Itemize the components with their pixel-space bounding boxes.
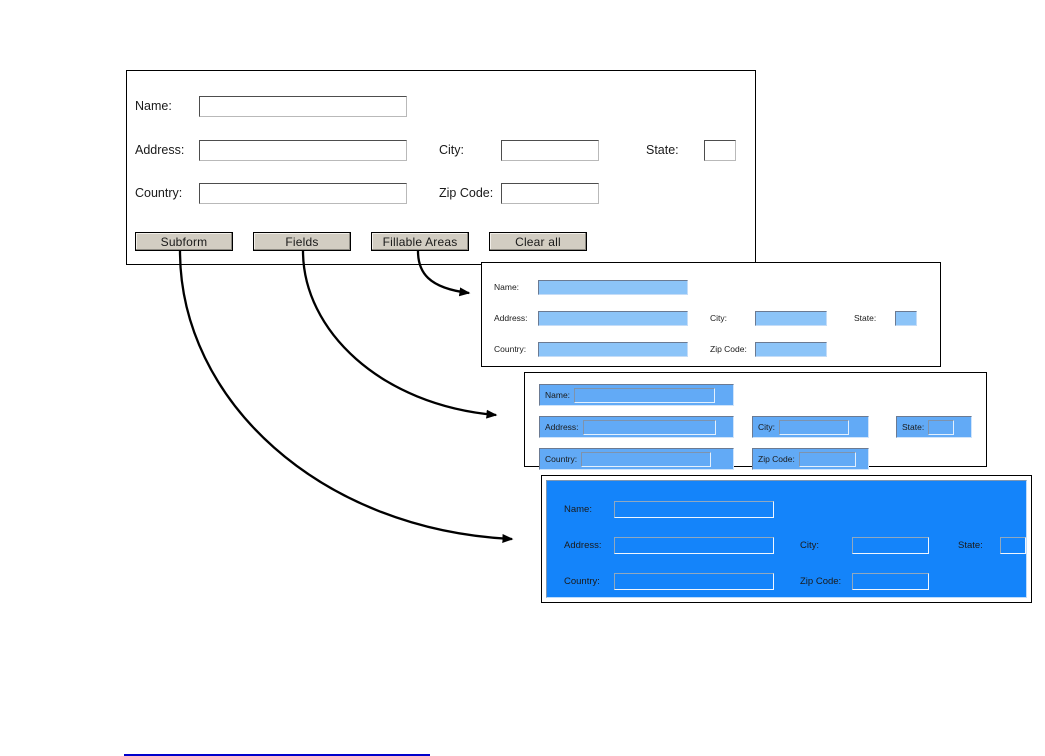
form-row-address: Address:: [135, 140, 407, 161]
address-label: Address:: [135, 143, 185, 158]
zip-input[interactable]: [798, 451, 856, 467]
zip-input[interactable]: [501, 183, 599, 204]
address-label: Address:: [545, 421, 579, 432]
state-input[interactable]: [1000, 537, 1026, 554]
fields-panel: Name: Address: City: State: Country: Zip…: [524, 372, 987, 470]
state-input[interactable]: [704, 140, 736, 161]
state-label: State:: [958, 539, 983, 551]
field-group-name[interactable]: Name:: [539, 384, 734, 406]
fillable-areas-panel: Name: Address: City: State: Country: Zip…: [481, 262, 941, 367]
form-row-state: State:: [646, 140, 736, 161]
name-label: Name:: [494, 282, 520, 293]
zip-label: Zip Code:: [800, 575, 842, 587]
name-label: Name:: [564, 503, 592, 515]
state-label: State:: [646, 143, 679, 158]
state-input[interactable]: [895, 311, 917, 326]
country-input[interactable]: [538, 342, 688, 357]
state-input[interactable]: [928, 419, 955, 435]
zip-input[interactable]: [852, 573, 929, 590]
country-label: Country:: [135, 186, 183, 201]
zip-input[interactable]: [755, 342, 827, 357]
name-label: Name:: [545, 389, 571, 400]
form-row-country: Country:: [135, 183, 407, 204]
zip-label: Zip Code:: [710, 344, 747, 355]
country-label: Country:: [564, 575, 600, 587]
city-input[interactable]: [852, 537, 929, 554]
name-input[interactable]: [199, 96, 407, 117]
form-row-name: Name:: [564, 501, 774, 518]
state-label: State:: [902, 421, 925, 432]
fillable-areas-button[interactable]: Fillable Areas: [371, 232, 469, 251]
city-input[interactable]: [755, 311, 827, 326]
subform-panel: Name: Address: City: State: Country: Zip…: [541, 475, 1032, 603]
form-row-country: Country:: [564, 573, 774, 590]
field-group-address[interactable]: Address:: [539, 416, 734, 438]
name-input[interactable]: [538, 280, 688, 295]
country-label: Country:: [494, 344, 527, 355]
form-row-country: Country:: [494, 342, 688, 357]
name-label: Name:: [135, 99, 172, 114]
country-input[interactable]: [581, 451, 712, 467]
form-row-name: Name:: [494, 280, 688, 295]
field-group-state[interactable]: State:: [896, 416, 972, 438]
form-row-address: Address:: [564, 537, 774, 554]
city-input[interactable]: [779, 419, 849, 435]
form-row-zip: Zip Code:: [439, 183, 599, 204]
city-label: City:: [800, 539, 819, 551]
bottom-link[interactable]: [124, 740, 430, 756]
city-label: City:: [710, 313, 727, 324]
form-row-city: City:: [800, 537, 929, 554]
name-input[interactable]: [614, 501, 774, 518]
form-row-city: City:: [439, 140, 599, 161]
address-input[interactable]: [538, 311, 688, 326]
name-input[interactable]: [574, 387, 716, 403]
form-row-state: State:: [854, 311, 917, 326]
form-row-address: Address:: [494, 311, 688, 326]
field-group-zip[interactable]: Zip Code:: [752, 448, 869, 470]
zip-label: Zip Code:: [758, 453, 795, 464]
subform-button[interactable]: Subform: [135, 232, 233, 251]
form-row-zip: Zip Code:: [800, 573, 929, 590]
form-row-state: State:: [958, 537, 1026, 554]
address-input[interactable]: [614, 537, 774, 554]
field-group-country[interactable]: Country:: [539, 448, 734, 470]
form-row-zip: Zip Code:: [710, 342, 827, 357]
fields-button[interactable]: Fields: [253, 232, 351, 251]
state-label: State:: [854, 313, 877, 324]
field-group-city[interactable]: City:: [752, 416, 869, 438]
address-input[interactable]: [199, 140, 407, 161]
city-label: City:: [758, 421, 775, 432]
country-label: Country:: [545, 453, 578, 464]
form-row-city: City:: [710, 311, 827, 326]
address-input[interactable]: [582, 419, 716, 435]
arrow-fields: [301, 250, 498, 419]
city-input[interactable]: [501, 140, 599, 161]
subform-highlight-surface: Name: Address: City: State: Country: Zip…: [546, 480, 1027, 598]
form-row-name: Name:: [135, 96, 407, 117]
arrow-subform: [178, 250, 514, 544]
zip-label: Zip Code:: [439, 186, 494, 201]
country-input[interactable]: [199, 183, 407, 204]
address-label: Address:: [494, 313, 528, 324]
address-label: Address:: [564, 539, 602, 551]
city-label: City:: [439, 143, 464, 158]
country-input[interactable]: [614, 573, 774, 590]
clear-all-button[interactable]: Clear all: [489, 232, 587, 251]
